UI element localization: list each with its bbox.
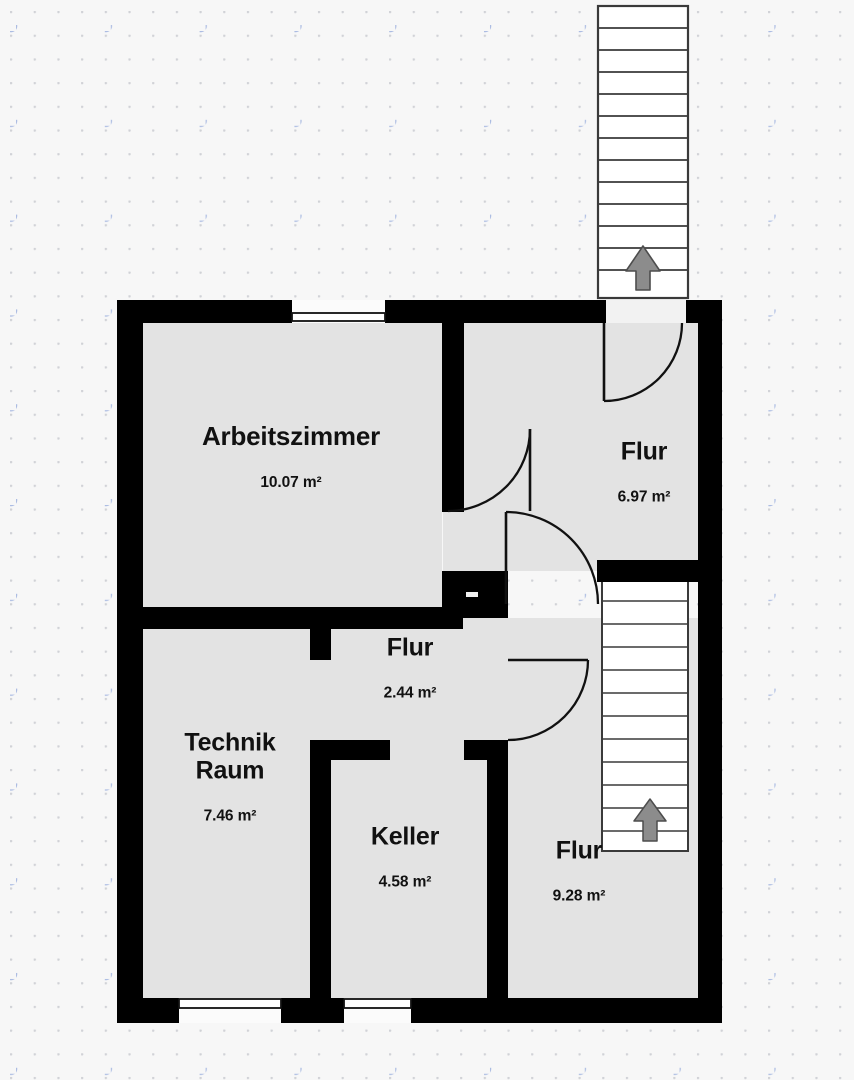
door-keller-flur [507,658,590,742]
doors [447,300,686,742]
windows [178,300,412,1023]
door-flur-mitte [504,510,600,605]
stair-lower [601,578,689,852]
stair-direction-arrow-up-icon [625,245,661,291]
wall-notch-marker [466,592,478,597]
window-keller-bottom [343,998,412,1023]
door-entry-top-right [602,300,686,403]
window-arbeitszimmer-top [291,300,386,323]
door-arbeitszimmer [447,428,532,513]
stair-upper [596,4,690,300]
exterior-walls [117,300,722,1023]
stair-direction-arrow-up-icon [633,798,667,842]
window-technik-bottom [178,998,282,1023]
interior-walls [143,323,722,998]
